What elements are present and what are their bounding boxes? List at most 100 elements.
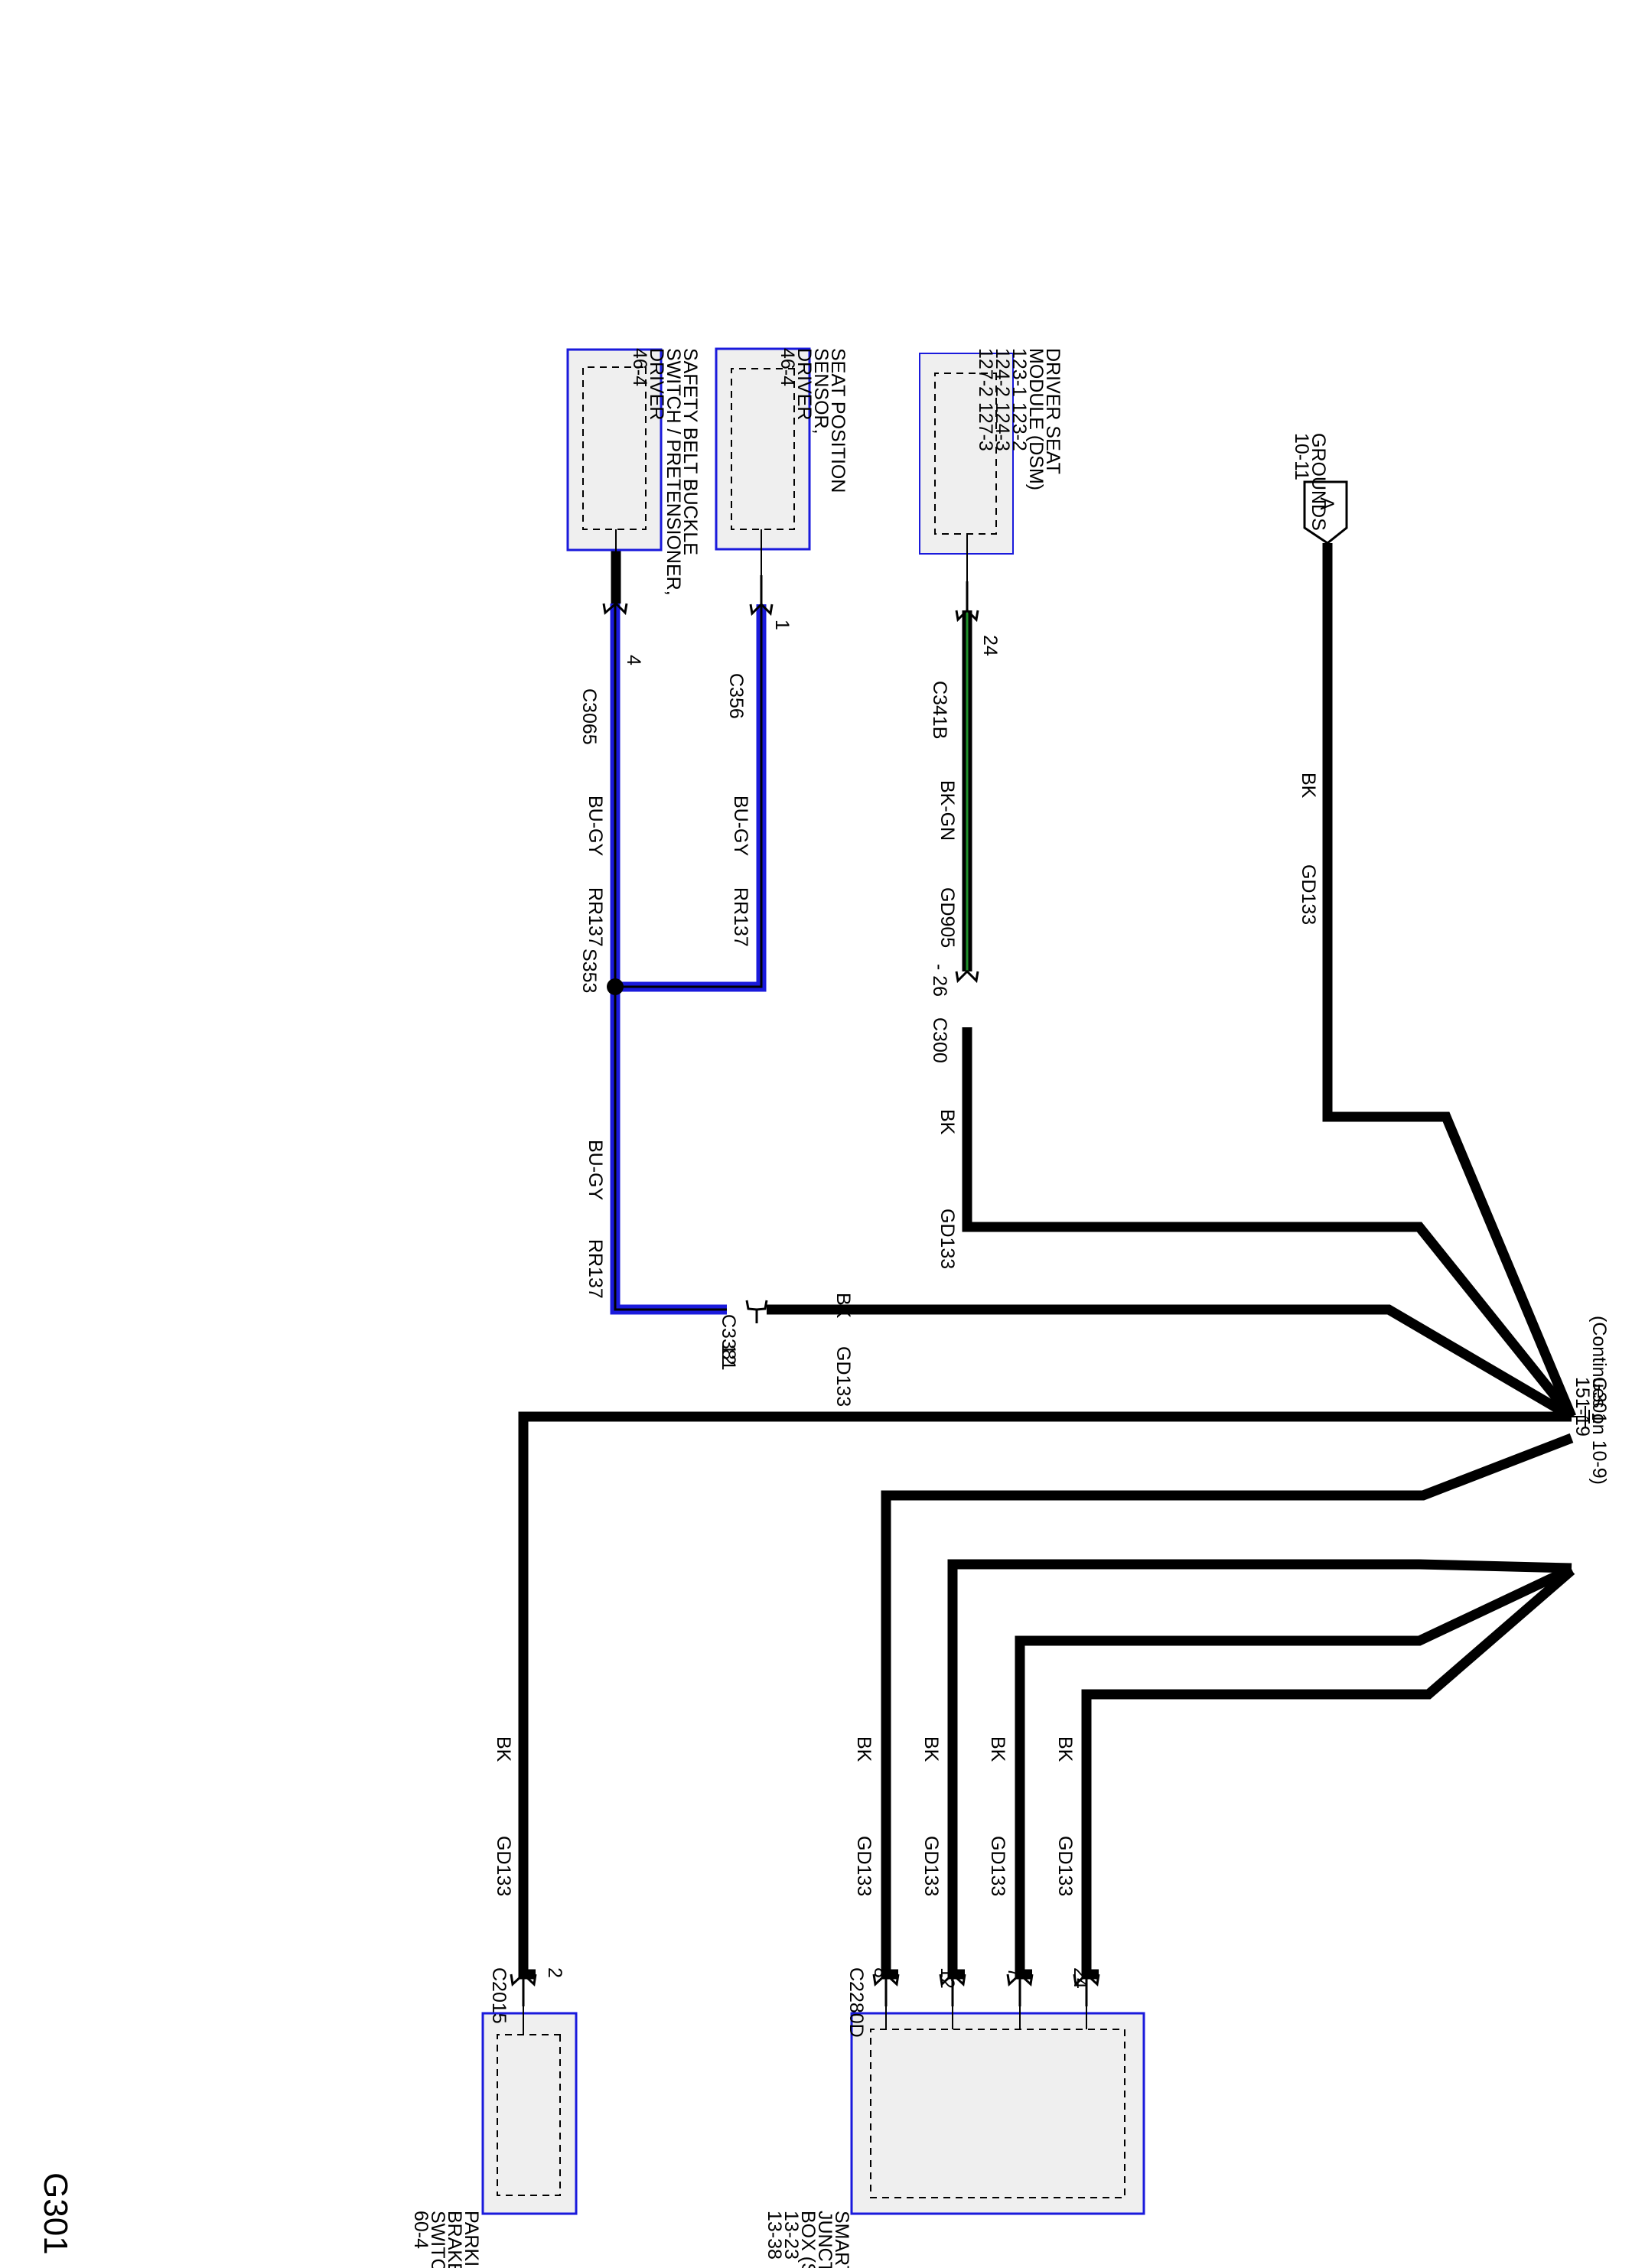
sjb-label-line: BOX (SJB)	[797, 2211, 819, 2268]
connector-chevron	[510, 1972, 537, 2006]
wire-sjb-7	[1015, 1564, 1574, 1980]
wire-rr137-seatpos-stripe	[615, 604, 763, 988]
wire-circuit-label: GD133	[937, 1209, 958, 1269]
connector-id: C341B	[929, 681, 950, 739]
parking-brake-label-line: 60-4	[410, 2211, 432, 2249]
grounds-reference-label: GROUNDS 10-11	[1291, 433, 1329, 531]
sjb-component	[850, 2006, 1145, 2215]
wire-circuit-label: GD133	[493, 1836, 514, 1896]
wire-rr137-main	[610, 604, 727, 1315]
page-title: G301	[37, 2172, 74, 2255]
safety-belt-buckle-label-line: SAFETY BELT BUCKLE	[679, 348, 701, 555]
wire-c300	[962, 1027, 1576, 1420]
ground-ref: 151-19	[1572, 1377, 1593, 1437]
wire-color-label: BK-GN	[937, 780, 958, 841]
wire-circuit-label: GD133	[832, 1346, 854, 1407]
grounds-reference-label-line: 10-11	[1291, 433, 1312, 480]
connector-id: C3065	[578, 688, 600, 745]
grounds-reference-letter: A	[1316, 497, 1337, 510]
connector-id: C2280D	[845, 1967, 867, 2038]
dsm-label-line: MODULE (DSM)	[1025, 348, 1047, 490]
seat-position-label-line: SEAT POSITION	[827, 348, 849, 493]
seat-position-label-line: 46-4	[777, 348, 798, 386]
wire-color-label: BK	[987, 1736, 1008, 1762]
wire-color-label: BK	[937, 1109, 958, 1135]
parking-brake-switch-component	[481, 2006, 578, 2215]
pin-label: 24	[979, 635, 1001, 656]
ground-note: (Continues on 10-9)	[1588, 1316, 1610, 1485]
pin-label: 4	[623, 655, 644, 665]
connector-id: C300	[929, 1017, 950, 1063]
pin-label: 12	[937, 1967, 958, 1989]
wire-c3381	[767, 1304, 1575, 1421]
wire-color-label: BU-GY	[585, 1140, 606, 1201]
seat-position-sensor-component	[715, 347, 811, 575]
pin-label: - 26	[929, 964, 950, 997]
connector-chevron	[1006, 1972, 1034, 2006]
wire-color-label: BK	[920, 1736, 942, 1762]
grounds-reference-tag: A	[1303, 480, 1348, 545]
safety-belt-buckle-label-line: SWITCH / PRETENSIONER,	[663, 348, 684, 596]
wire-circuit-label: RR137	[730, 887, 751, 947]
ground-id: G301	[1588, 1377, 1610, 1424]
wire-circuit-label: GD133	[853, 1836, 875, 1896]
connector-chevron	[955, 969, 979, 984]
wire-color-label: BK	[853, 1736, 875, 1762]
wire-rr137-main-stripe	[614, 604, 727, 1311]
pin-label: 24	[1070, 1967, 1091, 1989]
seat-position-label-line: SENSOR,	[810, 348, 832, 434]
ground-symbol-icon	[1572, 1406, 1594, 1427]
dsm-label-line: 123-1 123-2	[1008, 348, 1030, 451]
safety-belt-buckle-label-line: 46-4	[629, 348, 650, 386]
connector-chevron	[872, 1972, 900, 2006]
parking-brake-label-line: SWITCH	[427, 2211, 448, 2268]
safety-belt-buckle-label-line: DRIVER	[646, 348, 667, 420]
sjb-label: SMART JUNCTION BOX (SJB) 13-23 13-38	[764, 2211, 852, 2268]
safety-belt-buckle-component	[566, 348, 663, 572]
pin-label: 8	[870, 1967, 891, 1978]
sjb-label-line: SMART	[831, 2211, 852, 2268]
seat-position-label-line: DRIVER	[793, 348, 815, 420]
dsm-component	[919, 353, 1014, 581]
connector-chevron	[602, 601, 628, 616]
connector-chevron	[745, 1300, 768, 1323]
pin-label: 2	[544, 1967, 565, 1978]
connector-id: C3381	[718, 1314, 739, 1371]
connector-chevron	[939, 1972, 966, 2006]
wire-parking-brake	[518, 1411, 1572, 1980]
wire-sjb-24	[1081, 1567, 1575, 1980]
wire-circuit-label: RR137	[585, 887, 606, 947]
parking-brake-label-line: PARKING	[461, 2211, 482, 2268]
wire-circuit-label: GD133	[1054, 1836, 1076, 1896]
dsm-label-line: 127-2 127-3	[975, 348, 996, 451]
dsm-label: DRIVER SEAT MODULE (DSM) 123-1 123-2 124…	[975, 348, 1064, 490]
ground-label: G301 (Continues on 10-9) 151-19	[1572, 1316, 1610, 1485]
wire-circuit-label: GD133	[920, 1836, 942, 1896]
wire-circuit-label: GD133	[1298, 864, 1319, 925]
connector-id: C2015	[488, 1967, 510, 2024]
wire-circuit-label: GD905	[937, 887, 958, 948]
dsm-label-line: 124-2 124-3	[992, 348, 1013, 451]
wire-circuit-label: GD133	[987, 1836, 1008, 1896]
wire-color-label: BU-GY	[585, 796, 606, 857]
wire-color-label: BK	[1054, 1736, 1076, 1762]
wire-color-label: BK	[493, 1736, 514, 1762]
wire-sjb-8	[881, 1433, 1574, 1980]
wire-sjb-12	[947, 1559, 1572, 1980]
seat-position-label: SEAT POSITION SENSOR, DRIVER 46-4	[777, 348, 849, 493]
wire-color-label: BK	[832, 1293, 854, 1319]
wire-grounds	[1322, 543, 1576, 1419]
sjb-label-line: JUNCTION	[814, 2211, 836, 2268]
s353-label: S353	[578, 949, 600, 993]
connector-chevron	[955, 581, 979, 623]
sjb-label-line: 13-38	[764, 2211, 785, 2260]
connector-chevron	[1073, 1972, 1100, 2006]
wire-color-label: BU-GY	[730, 796, 751, 857]
parking-brake-label: PARKING BRAKE SWITCH 60-4	[410, 2211, 482, 2268]
pin-label: 12	[718, 1344, 739, 1365]
dsm-label-line: DRIVER SEAT	[1042, 348, 1064, 474]
parking-brake-label-line: BRAKE	[444, 2211, 465, 2268]
sjb-label-line: 13-23	[780, 2211, 802, 2260]
wire-circuit-label: RR137	[585, 1239, 606, 1299]
